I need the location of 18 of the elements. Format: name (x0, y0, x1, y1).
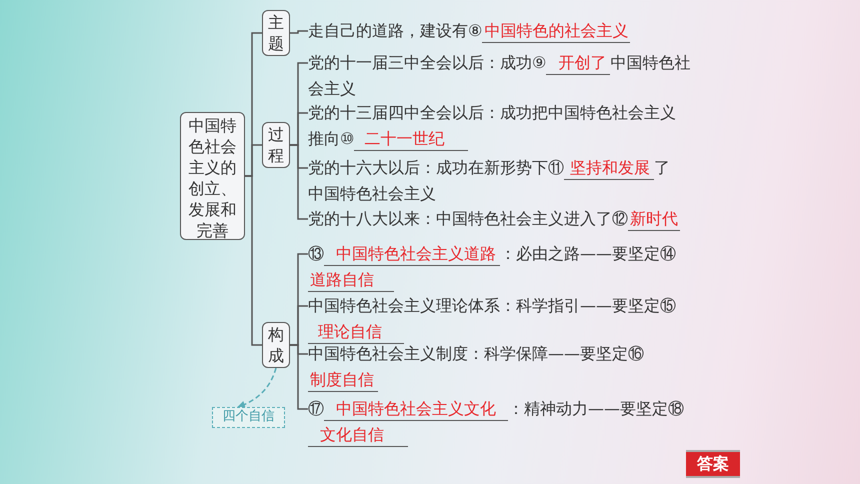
answer-button: 答案 (686, 450, 740, 478)
branch-text: ⑬ 中国特色社会主义道路 ：必由之路——要坚定⑭ 道路自信 (308, 241, 708, 293)
connector-line (290, 144, 308, 220)
connector-line (290, 344, 308, 410)
topic-box: 中国特色社会主义的创立、发展和完善 (180, 112, 245, 240)
branch-box: 构成 (262, 322, 290, 368)
branch-text: 党的十六大以后：成功在新形势下⑪ 坚持和发展 了中国特色社会主义 (308, 155, 680, 207)
connector-line (245, 175, 262, 346)
arrow (237, 368, 277, 408)
branch-box: 主题 (262, 10, 290, 56)
branch-text: 党的十三届四中全会以后：成功把中国特色社会主义推向⑩ 二十一世纪 (308, 100, 688, 152)
branch-text: 走自己的道路，建设有⑧ 中国特色的社会主义 (308, 18, 688, 44)
branch-text: ⑰ 中国特色社会主义文化 ：精神动力——要坚定⑱ 文化自信 (308, 396, 708, 448)
note-box: 四个自信 (212, 407, 285, 428)
branch-text: 党的十八大以来：中国特色社会主义进入了⑫新时代 (308, 206, 708, 232)
branch-box: 过程 (262, 122, 290, 168)
connector-line (290, 30, 308, 34)
branch-text: 党的十一届三中全会以后：成功⑨ 开创了 中国特色社会主义 (308, 50, 693, 102)
